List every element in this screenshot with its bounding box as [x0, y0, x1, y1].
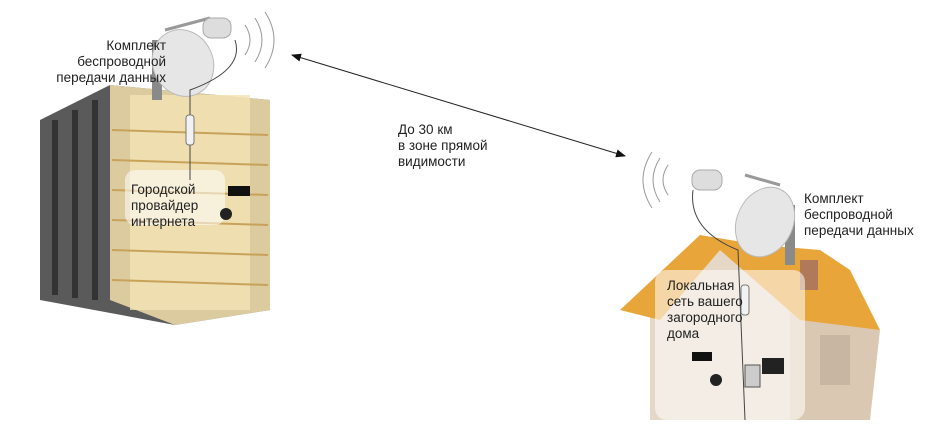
label-line: До 30 км [398, 122, 453, 137]
label-line: Локальная [667, 278, 735, 293]
right-dish-antenna [642, 151, 796, 421]
right-kit-label: Комплект беспроводной передачи данных [804, 191, 914, 239]
country-house [620, 235, 880, 420]
label-line: Комплект [804, 191, 864, 206]
label-line: Комплект [106, 38, 166, 53]
label-line: провайдер [131, 198, 199, 213]
label-line: интернета [131, 214, 196, 229]
left-kit-label: Комплект беспроводной передачи данных [40, 38, 166, 86]
link-arrow [291, 53, 626, 158]
label-line: видимости [398, 154, 466, 169]
label-line: загородного [667, 310, 743, 325]
label-line: сеть вашего [667, 294, 743, 309]
label-line: дома [667, 326, 700, 341]
label-line: Городской [131, 182, 196, 197]
label-line: беспроводной [804, 207, 893, 222]
label-line: передачи данных [56, 70, 166, 85]
label-line: передачи данных [804, 223, 914, 238]
left-dish-antenna [151, 11, 275, 220]
label-line: беспроводной [77, 54, 166, 69]
lan-label: Локальная сеть вашего загородного дома [667, 278, 743, 342]
provider-label: Городской провайдер интернета [131, 182, 198, 230]
label-line: в зоне прямой [398, 138, 488, 153]
distance-label: До 30 км в зоне прямой видимости [398, 122, 488, 170]
